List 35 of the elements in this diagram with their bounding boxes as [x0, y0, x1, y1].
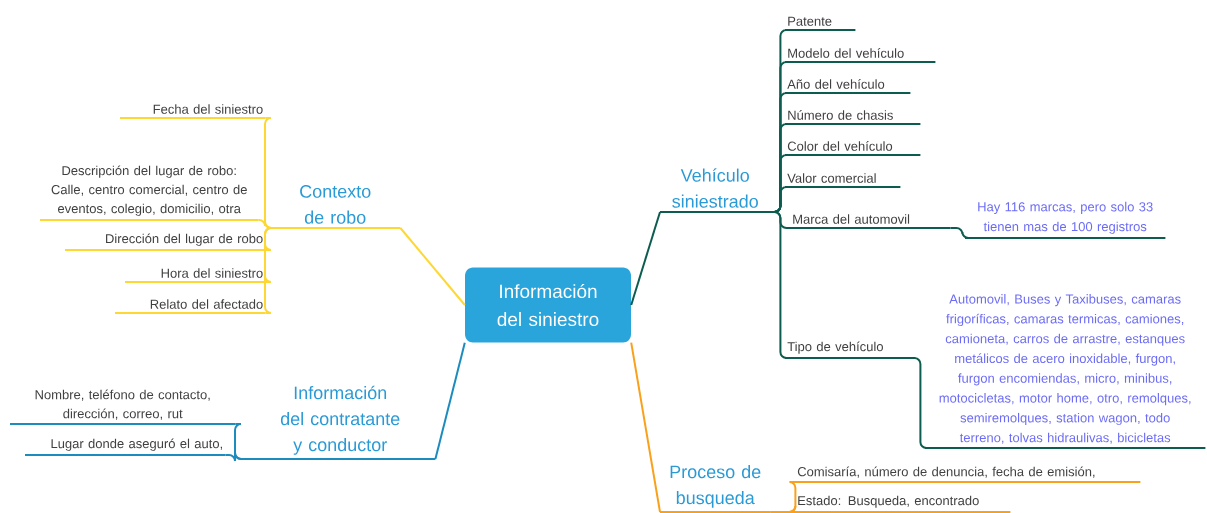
- central-topic-box: Información del siniestro: [465, 267, 631, 343]
- branch-line: [224, 452, 246, 462]
- branch-line: [257, 219, 272, 229]
- leaf-label: Patente: [784, 16, 857, 31]
- leaf-label: Marca del automovil: [789, 214, 952, 229]
- leaf-label: Nombre, teléfono de contacto, dirección, correo, rut: [9, 389, 237, 425]
- branch-line: [434, 341, 466, 460]
- leaf-label: Color del vehículo: [784, 141, 922, 156]
- leaf-label: Tipo de vehículo: [784, 341, 917, 359]
- leaf-label: Estado: Busqueda, encontrado: [794, 495, 1012, 513]
- branch-line: [769, 505, 797, 513]
- branch-line: [264, 227, 272, 314]
- leaf-label: Fecha del siniestro: [119, 104, 267, 119]
- leaf-label: Año del vehículo: [784, 79, 912, 94]
- branch-line: [399, 227, 466, 306]
- leaf-label: Valor comercial: [784, 173, 902, 188]
- leaf-label: Lugar donde aseguró el auto,: [24, 438, 227, 456]
- branch-line: [913, 357, 928, 449]
- leaf-label: Número de chasis: [784, 110, 922, 125]
- leaf-label: Modelo del vehículo: [784, 48, 937, 63]
- note-text: Hay 116 marcas, pero solo 33 tienen mas de 100 registros: [964, 201, 1167, 239]
- branch-line: [769, 211, 788, 359]
- branch-line: [630, 341, 661, 513]
- branch-line: [630, 211, 661, 306]
- topic-label: Vehículo siniestrado: [659, 168, 772, 213]
- note-text: Automovil, Buses y Taxibuses, camaras frigoríficas, camaras termicas, camiones, camioneta, carros de arrastre, estanques metálicos de acero inoxidable, furgon, furgon encomiendas, micro, minibus, motocicletas, motor home, otro, remolques, semiremolques, station wagon, todo terreno, tolvas hidraulivas, bicicletas: [924, 294, 1207, 449]
- leaf-label: Descripción del lugar de robo: Calle, centro comercial, centro de eventos, colegio, domicilio, otra: [39, 165, 260, 221]
- leaf-label: Dirección del lugar de robo: [64, 233, 267, 251]
- leaf-label: Relato del afectado: [114, 299, 267, 314]
- topic-label: Información del contratante y conductor: [244, 385, 437, 460]
- topic-label: Contexto de robo: [269, 185, 402, 229]
- branch-line: [949, 227, 970, 239]
- topic-label: Proceso de busqueda: [659, 465, 772, 513]
- leaf-label: Comisaría, número de denuncia, fecha de emisión,: [794, 466, 1142, 483]
- leaf-label: Hora del siniestro: [124, 268, 267, 283]
